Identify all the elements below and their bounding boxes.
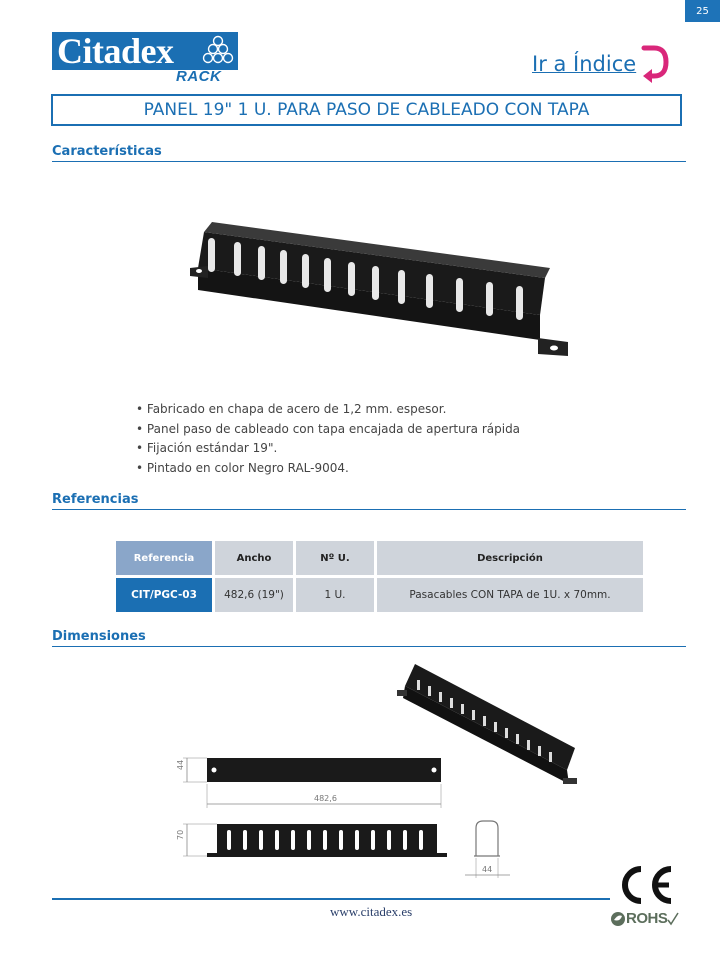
header-description: Descripción <box>377 541 643 575</box>
section-features: Características <box>52 144 686 162</box>
references-table: Referencia Ancho Nº U. Descripción CIT/P… <box>113 538 646 615</box>
website-link[interactable]: www.citadex.es <box>330 904 413 919</box>
isometric-drawing <box>397 664 577 784</box>
feature-item: Pintado en color Negro RAL-9004. <box>136 459 520 479</box>
product-photo <box>190 222 568 356</box>
page-title: PANEL 19" 1 U. PARA PASO DE CABLEADO CON… <box>143 100 590 120</box>
cell-width: 482,6 (19") <box>215 578 293 612</box>
section-dimensions: Dimensiones <box>52 629 686 647</box>
logo-brand-name: Citadex <box>57 31 174 71</box>
feature-item: Fijación estándar 19". <box>136 439 520 459</box>
citadex-logo: Citadex RACK <box>52 31 240 86</box>
header-units: Nº U. <box>296 541 374 575</box>
page-number: 25 <box>685 0 720 22</box>
dimension-drawings: 44 482,6 70 <box>176 664 577 878</box>
section-references: Referencias <box>52 492 686 510</box>
front-view: 44 482,6 <box>176 757 442 808</box>
features-list: Fabricado en chapa de acero de 1,2 mm. e… <box>136 400 520 478</box>
dim-height-label: 44 <box>176 760 185 770</box>
ce-mark-icon <box>622 866 672 904</box>
feature-item: Panel paso de cableado con tapa encajada… <box>136 420 520 440</box>
index-link[interactable]: Ir a Índice <box>532 44 670 84</box>
side-profile: 44 <box>465 820 510 878</box>
header-reference: Referencia <box>116 541 212 575</box>
section-references-heading: Referencias <box>52 492 139 507</box>
slotted-view: 70 <box>176 823 447 857</box>
header-width: Ancho <box>215 541 293 575</box>
section-features-heading: Características <box>52 144 162 159</box>
dim-side-label: 44 <box>482 865 492 874</box>
cell-reference: CIT/PGC-03 <box>116 578 212 612</box>
table-header-row: Referencia Ancho Nº U. Descripción <box>116 541 643 575</box>
section-dimensions-heading: Dimensiones <box>52 629 146 644</box>
feature-item: Fabricado en chapa de acero de 1,2 mm. e… <box>136 400 520 420</box>
return-arrow-icon[interactable] <box>640 44 670 84</box>
rohs-check-icon <box>667 912 679 925</box>
footer-divider <box>52 898 610 900</box>
index-link-label[interactable]: Ir a Índice <box>532 52 637 76</box>
rohs-badge: ROHS <box>610 910 679 927</box>
dim-width-label: 482,6 <box>314 794 337 803</box>
logo-background <box>52 32 238 70</box>
rohs-leaf-icon <box>611 911 625 926</box>
page-title-box: PANEL 19" 1 U. PARA PASO DE CABLEADO CON… <box>51 94 682 126</box>
table-row: CIT/PGC-03 482,6 (19") 1 U. Pasacables C… <box>116 578 643 612</box>
logo-circles-icon <box>202 35 234 64</box>
dim-depth-label: 70 <box>176 830 185 840</box>
logo-subbrand: RACK <box>176 68 222 85</box>
cell-description: Pasacables CON TAPA de 1U. x 70mm. <box>377 578 643 612</box>
cell-units: 1 U. <box>296 578 374 612</box>
rohs-label: ROHS <box>626 910 668 927</box>
